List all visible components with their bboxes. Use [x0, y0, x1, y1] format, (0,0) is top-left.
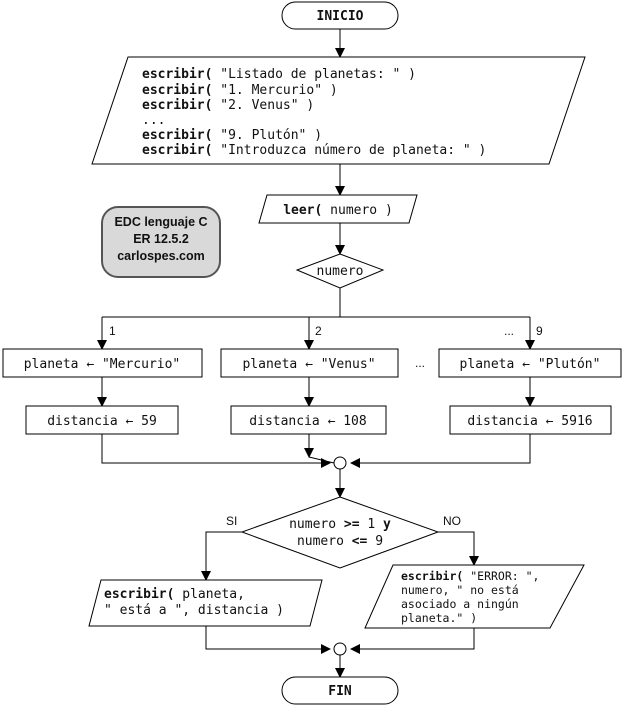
- ellipsis: ...: [504, 324, 514, 338]
- connector: [101, 434, 331, 468]
- svg-text:planeta ← "Mercurio": planeta ← "Mercurio": [24, 357, 181, 372]
- output-no-parallelogram: escribir( "ERROR: ", numero, " no está a…: [364, 564, 585, 629]
- switch-diamond: numero: [295, 253, 385, 289]
- end-terminal: FIN: [281, 676, 399, 705]
- case-label: 2: [315, 324, 322, 338]
- decision-diamond: numero >= 1 y numero <= 9: [240, 496, 440, 569]
- end-label: FIN: [328, 684, 352, 699]
- merge-node: [333, 642, 347, 656]
- connector: [205, 626, 331, 654]
- info-badge: EDC lenguaje C ER 12.5.2 carlospes.com: [101, 206, 221, 278]
- decision-line2: numero <= 9: [297, 534, 383, 549]
- connector: [350, 628, 475, 654]
- input-parallelogram: leer( numero ): [258, 194, 418, 224]
- connector: [308, 456, 335, 464]
- svg-text:distancia ← 5916: distancia ← 5916: [467, 414, 592, 429]
- case-1-assign-planeta: planeta ← "Mercurio": [2, 348, 203, 378]
- start-label: INICIO: [317, 9, 364, 24]
- svg-text:distancia ← 59: distancia ← 59: [47, 414, 157, 429]
- switch-label: numero: [317, 264, 364, 279]
- output-yes-parallelogram: escribir( planeta, " está a ", distancia…: [88, 579, 323, 627]
- branch-yes-label: SI: [226, 514, 237, 528]
- case-2-assign-planeta: planeta ← "Venus": [220, 348, 399, 378]
- output-parallelogram: escribir( "Listado de planetas: " ) escr…: [91, 56, 586, 165]
- output-text: escribir( "Listado de planetas: " ) escr…: [142, 67, 486, 158]
- case-label: 9: [536, 324, 543, 338]
- connector: [438, 531, 479, 566]
- case-9-assign-planeta: planeta ← "Plutón": [438, 348, 622, 378]
- branch-no-label: NO: [443, 514, 461, 528]
- output-yes-text: escribir( planeta, " está a ", distancia…: [104, 587, 284, 618]
- badge-line1: EDC lenguaje C: [114, 215, 207, 229]
- start-terminal: INICIO: [281, 1, 399, 30]
- case-2-assign-distancia: distancia ← 108: [230, 405, 387, 435]
- case-label: 1: [109, 324, 116, 338]
- case-1-assign-distancia: distancia ← 59: [25, 405, 179, 435]
- decision-line1: numero >= 1 y: [289, 517, 391, 532]
- svg-text:planeta ← "Plutón": planeta ← "Plutón": [460, 357, 601, 372]
- input-text: leer( numero ): [283, 203, 393, 218]
- ellipsis: ...: [415, 356, 425, 370]
- connector: [350, 434, 531, 468]
- merge-node: [333, 456, 347, 470]
- case-9-assign-distancia: distancia ← 5916: [449, 405, 612, 435]
- output-no-text: escribir( "ERROR: ", numero, " no está a…: [401, 569, 546, 625]
- connector: [201, 531, 242, 581]
- svg-text:distancia ← 108: distancia ← 108: [249, 414, 366, 429]
- badge-line2: ER 12.5.2: [133, 232, 189, 246]
- svg-text:planeta ← "Venus": planeta ← "Venus": [242, 357, 375, 372]
- badge-line3: carlospes.com: [117, 249, 205, 263]
